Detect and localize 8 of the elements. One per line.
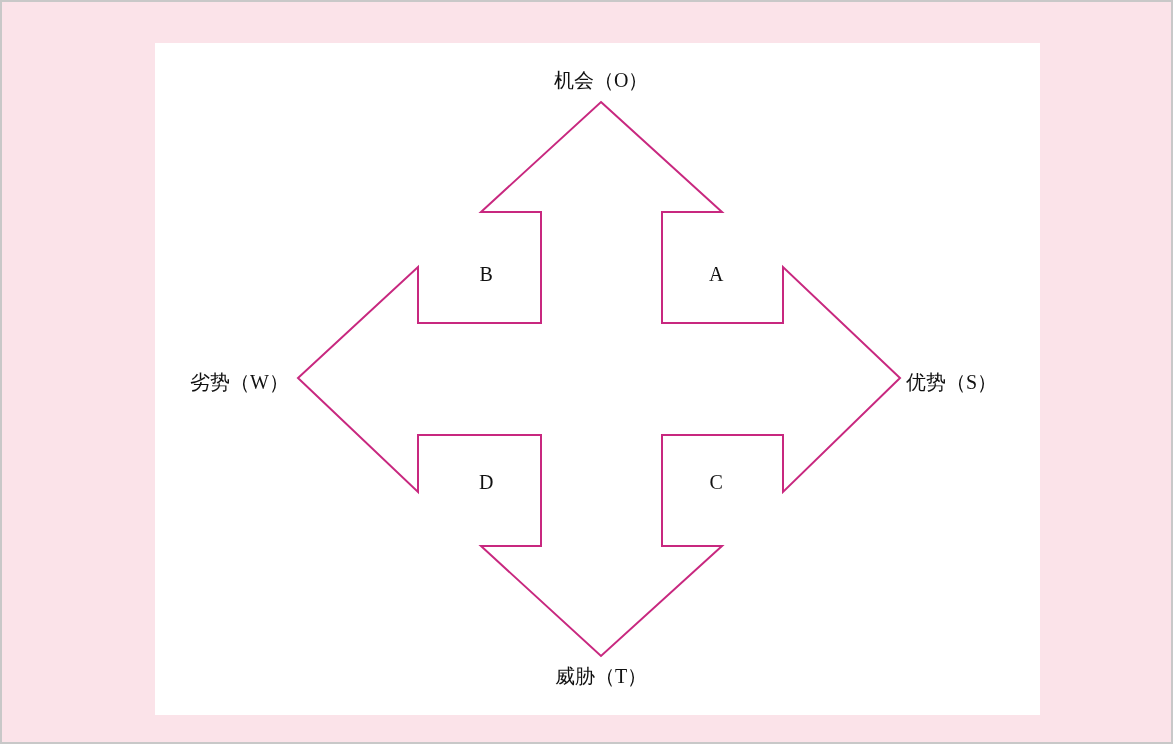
axis-label: 优势（S） — [906, 370, 998, 394]
quadrant-label: D — [479, 470, 494, 494]
quadrant-label: A — [709, 262, 724, 286]
quadrant-label: B — [479, 262, 493, 286]
axis-label: 劣势（W） — [190, 370, 289, 394]
axis-label: 机会（O） — [554, 68, 649, 92]
axis-label: 威胁（T） — [555, 664, 648, 688]
quadrant-label: C — [709, 470, 723, 494]
